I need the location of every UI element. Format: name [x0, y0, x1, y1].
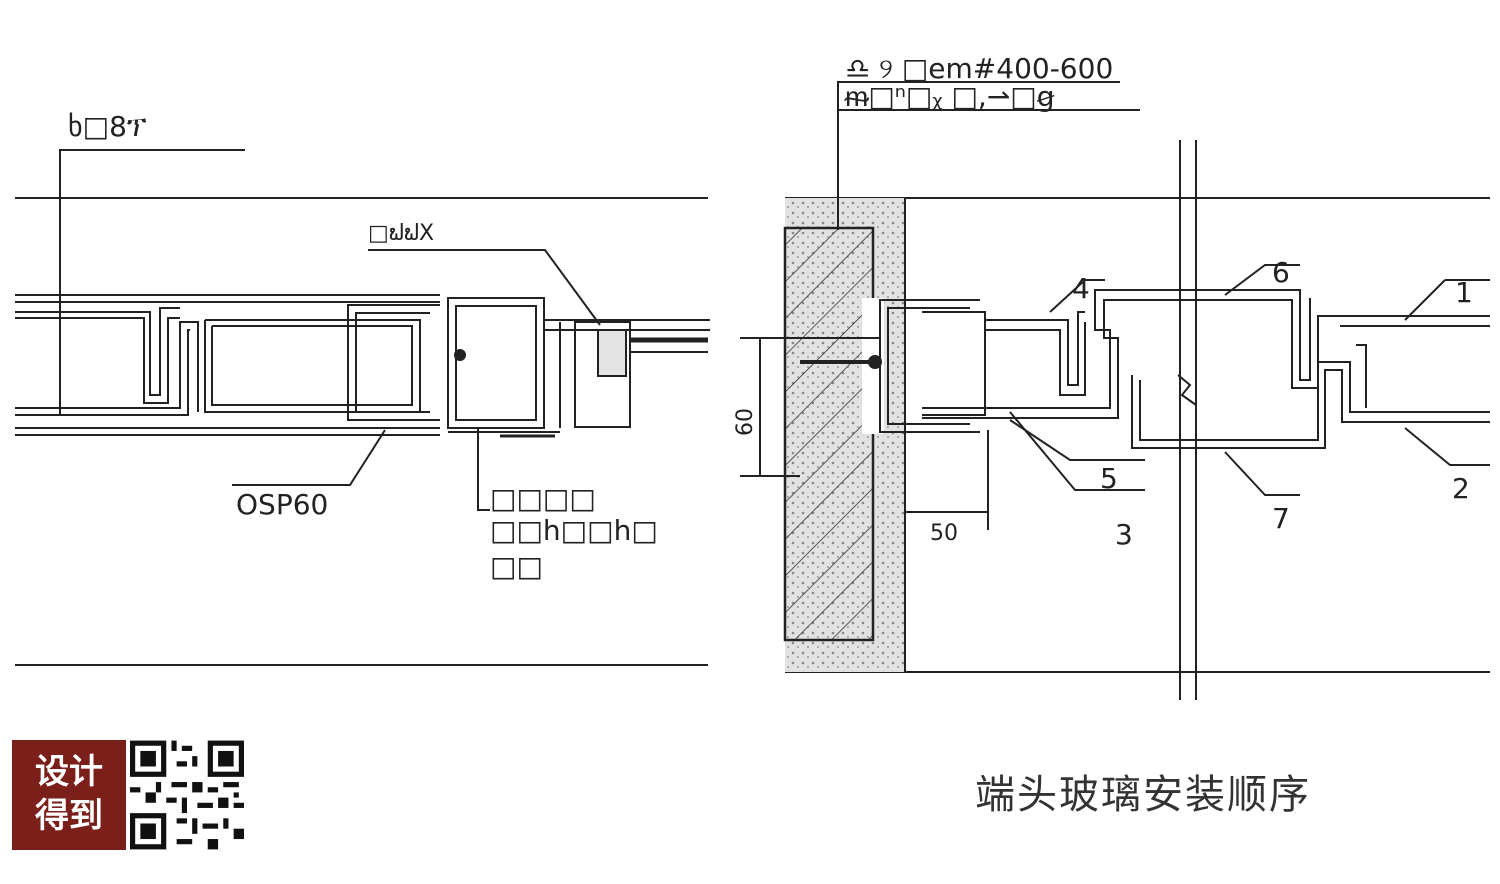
- logo-line1: 设计: [35, 752, 103, 792]
- profile-label-line2: □□h□□h□: [490, 514, 658, 547]
- right-detail: [740, 81, 1490, 700]
- profile-label-line1: □□□□: [490, 482, 596, 515]
- anchor-label-line1: ♎ ୨ □em#400-600: [845, 52, 1113, 85]
- glass-channels: [922, 289, 1490, 449]
- anchor-label-line2: ᵯ□ⁿ□ᵪ □,⇀□ꞡ: [844, 80, 1055, 113]
- part-label-1: 1: [1455, 276, 1473, 309]
- dimension-50: [904, 430, 989, 530]
- dim-50-text: 50: [930, 521, 958, 546]
- part-label-5: 5: [1100, 462, 1118, 495]
- part-label-2: 2: [1452, 472, 1470, 505]
- glass-channel-panel: [15, 294, 440, 436]
- logo: 设计 得到: [12, 740, 126, 850]
- end-frame: [800, 299, 986, 433]
- part-label-3: 3: [1115, 518, 1133, 551]
- seal-label: □ຟຟX: [368, 221, 434, 246]
- caption-title: 端头玻璃安装顺序: [975, 772, 1311, 818]
- seal-leader: [368, 249, 601, 326]
- gasket-leader: [232, 429, 386, 486]
- part-label-7: 7: [1272, 502, 1290, 535]
- left-top-label: ხ□8ፕ: [68, 110, 147, 143]
- anchor-leader: [837, 81, 1120, 230]
- part-label-6: 6: [1272, 256, 1290, 289]
- dimension-60: [740, 337, 880, 477]
- left-top-leader: [59, 149, 245, 415]
- left-detail: [15, 149, 710, 666]
- profile-label-line3: □□: [490, 550, 543, 583]
- logo-line2: 得到: [35, 796, 103, 836]
- wall-section: [783, 226, 875, 642]
- qr-code-icon: [130, 740, 244, 850]
- part-label-4: 4: [1072, 272, 1090, 305]
- aluminium-frame: [447, 297, 710, 438]
- gasket-label: OSP60: [236, 488, 328, 521]
- dim-60-text: 60: [733, 408, 758, 436]
- profile-leader: [477, 428, 490, 511]
